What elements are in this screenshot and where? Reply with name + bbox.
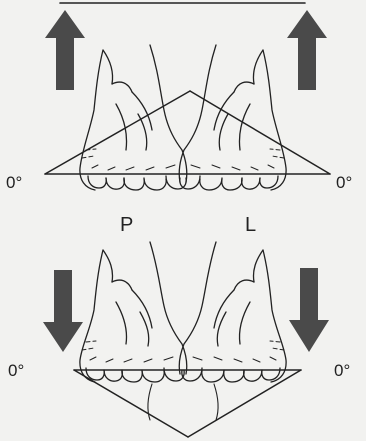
top-left-angle-label: 0° [6,174,22,191]
up-arrow-right [287,10,327,90]
bottom-left-foot [80,242,187,420]
side-right-label: L [245,215,256,235]
side-left-label: P [120,215,133,235]
top-left-foot [80,45,187,190]
bottom-left-angle-label: 0° [8,362,24,379]
bottom-right-foot [179,242,286,420]
top-right-angle-label: 0° [336,174,352,191]
up-arrow-left [45,10,85,90]
down-arrow-left [43,270,83,352]
bottom-right-angle-label: 0° [334,362,350,379]
down-arrow-right [289,268,329,352]
top-right-foot [179,45,286,190]
